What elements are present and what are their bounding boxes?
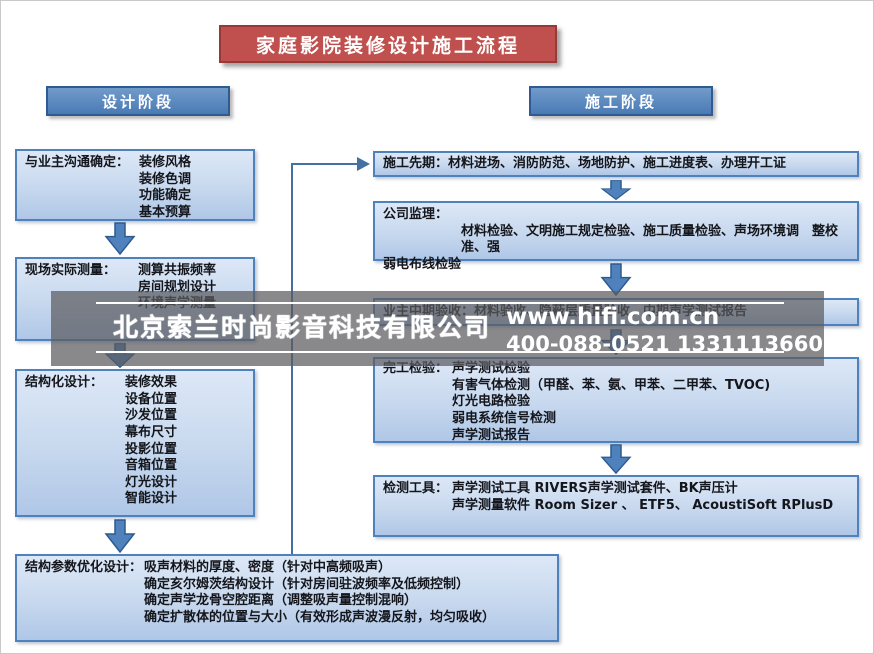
text-line: 声学测试报告: [452, 427, 531, 443]
box-label: 结构参数优化设计：: [25, 560, 143, 575]
box-label: 完工检验：: [383, 361, 449, 376]
flow-box-parameter-optimization: 结构参数优化设计： 吸声材料的厚度、密度（针对中高频吸声）确定亥尔姆茨结构设计（…: [15, 554, 559, 642]
text-line: 确定扩散体的位置与大小（有效形成声波漫反射，均匀吸收）: [144, 609, 496, 625]
text-line: 设备位置: [125, 391, 178, 407]
flow-box-testing-tools: 检测工具： 声学测试工具 RIVERS声学测试套件、BK声压计声学测量软件 Ro…: [373, 475, 859, 537]
watermark-phone-numbers: 400-088-0521 13311136609: [506, 332, 838, 356]
construction-phase-header: 施工阶段: [529, 86, 713, 116]
connector-arrowhead-icon: [357, 157, 370, 171]
flow-box-company-supervision: 公司监理： 材料检验、文明施工规定检验、施工质量检验、声场环境调 整校准、强 弱…: [373, 201, 859, 272]
box-label: 现场实际测量：: [25, 263, 117, 278]
flow-box-owner-communication: 与业主沟通确定： 装修风格装修色调功能确定基本预算: [15, 149, 255, 221]
down-arrow-icon: [600, 263, 632, 296]
down-arrow-icon: [600, 444, 632, 474]
text-line: 确定亥尔姆茨结构设计（针对房间驻波频率及低频控制）: [144, 576, 470, 592]
box-label: 施工先期：: [383, 155, 449, 171]
text-line: 沙发位置: [125, 408, 178, 424]
text-line: 装修风格: [139, 155, 192, 170]
box-items: 声学测试检验有害气体检测（甲醛、苯、氨、甲苯、二甲苯、TVOC)灯光电路检验弱电…: [452, 361, 770, 444]
box-items: 装修风格装修色调功能确定基本预算: [139, 155, 191, 222]
box-items: 吸声材料的厚度、密度（针对中高频吸声）确定亥尔姆茨结构设计（针对房间驻波频率及低…: [144, 560, 495, 627]
text-line: 基本预算: [139, 204, 192, 220]
box-text: 材料检验、文明施工规定检验、施工质量检验、声场环境调 整校准、强: [461, 223, 839, 256]
watermark-website: www.hifi.com.cn: [506, 304, 720, 330]
text-line: 装修色调: [139, 171, 192, 187]
text-line: 幕布尺寸: [125, 424, 178, 440]
text-line: 灯光设计: [125, 474, 178, 490]
text-line: 装修效果: [125, 375, 178, 390]
box-label: 结构化设计：: [25, 375, 104, 390]
text-line: 确定声学龙骨空腔距离（调整吸声量控制混响）: [144, 593, 418, 609]
box-text: 材料进场、消防防范、场地防护、施工进度表、办理开工证: [448, 155, 787, 171]
flow-box-completion-inspection: 完工检验： 声学测试检验有害气体检测（甲醛、苯、氨、甲苯、二甲苯、TVOC)灯光…: [373, 357, 859, 443]
down-arrow-icon: [600, 180, 632, 200]
design-phase-header: 设计阶段: [46, 86, 230, 116]
text-line: 测算共振频率: [138, 263, 217, 278]
down-arrow-icon: [104, 222, 136, 255]
flow-box-construction-early: 施工先期： 材料进场、消防防范、场地防护、施工进度表、办理开工证: [373, 151, 859, 177]
box-items: 装修效果设备位置沙发位置幕布尺寸投影位置音箱位置灯光设计智能设计: [125, 375, 177, 508]
box-items: 声学测试工具 RIVERS声学测试套件、BK声压计声学测量软件 Room Siz…: [452, 481, 833, 514]
box-text: 弱电布线检验: [383, 256, 462, 272]
text-line: 声学测量软件 Room Sizer 、 ETF5、 AcoustiSoft RP…: [452, 497, 834, 513]
page-title: 家庭影院装修设计施工流程: [219, 25, 557, 63]
watermark-rule-bottom: [96, 351, 784, 353]
text-line: 投影位置: [125, 441, 178, 457]
box-label: 与业主沟通确定：: [25, 155, 130, 170]
text-line: 功能确定: [139, 188, 192, 204]
flow-box-structural-design: 结构化设计： 装修效果设备位置沙发位置幕布尺寸投影位置音箱位置灯光设计智能设计: [15, 369, 255, 517]
box-label: 检测工具：: [383, 481, 449, 496]
down-arrow-icon: [104, 519, 136, 553]
watermark-rule-top: [96, 302, 784, 304]
watermark-company-name: 北京索兰时尚影音科技有限公司: [113, 313, 492, 342]
text-line: 房间规划设计: [138, 279, 217, 295]
text-line: 灯光电路检验: [452, 394, 531, 410]
text-line: 吸声材料的厚度、密度（针对中高频吸声）: [144, 560, 392, 575]
text-line: 音箱位置: [125, 458, 178, 474]
text-line: 声学测试工具 RIVERS声学测试套件、BK声压计: [452, 481, 738, 496]
box-label: 公司监理：: [383, 207, 449, 222]
text-line: 弱电系统信号检测: [452, 410, 557, 426]
connector-horizontal-line: [291, 163, 357, 165]
text-line: 智能设计: [125, 491, 178, 507]
text-line: 有害气体检测（甲醛、苯、氨、甲苯、二甲苯、TVOC): [452, 377, 771, 393]
